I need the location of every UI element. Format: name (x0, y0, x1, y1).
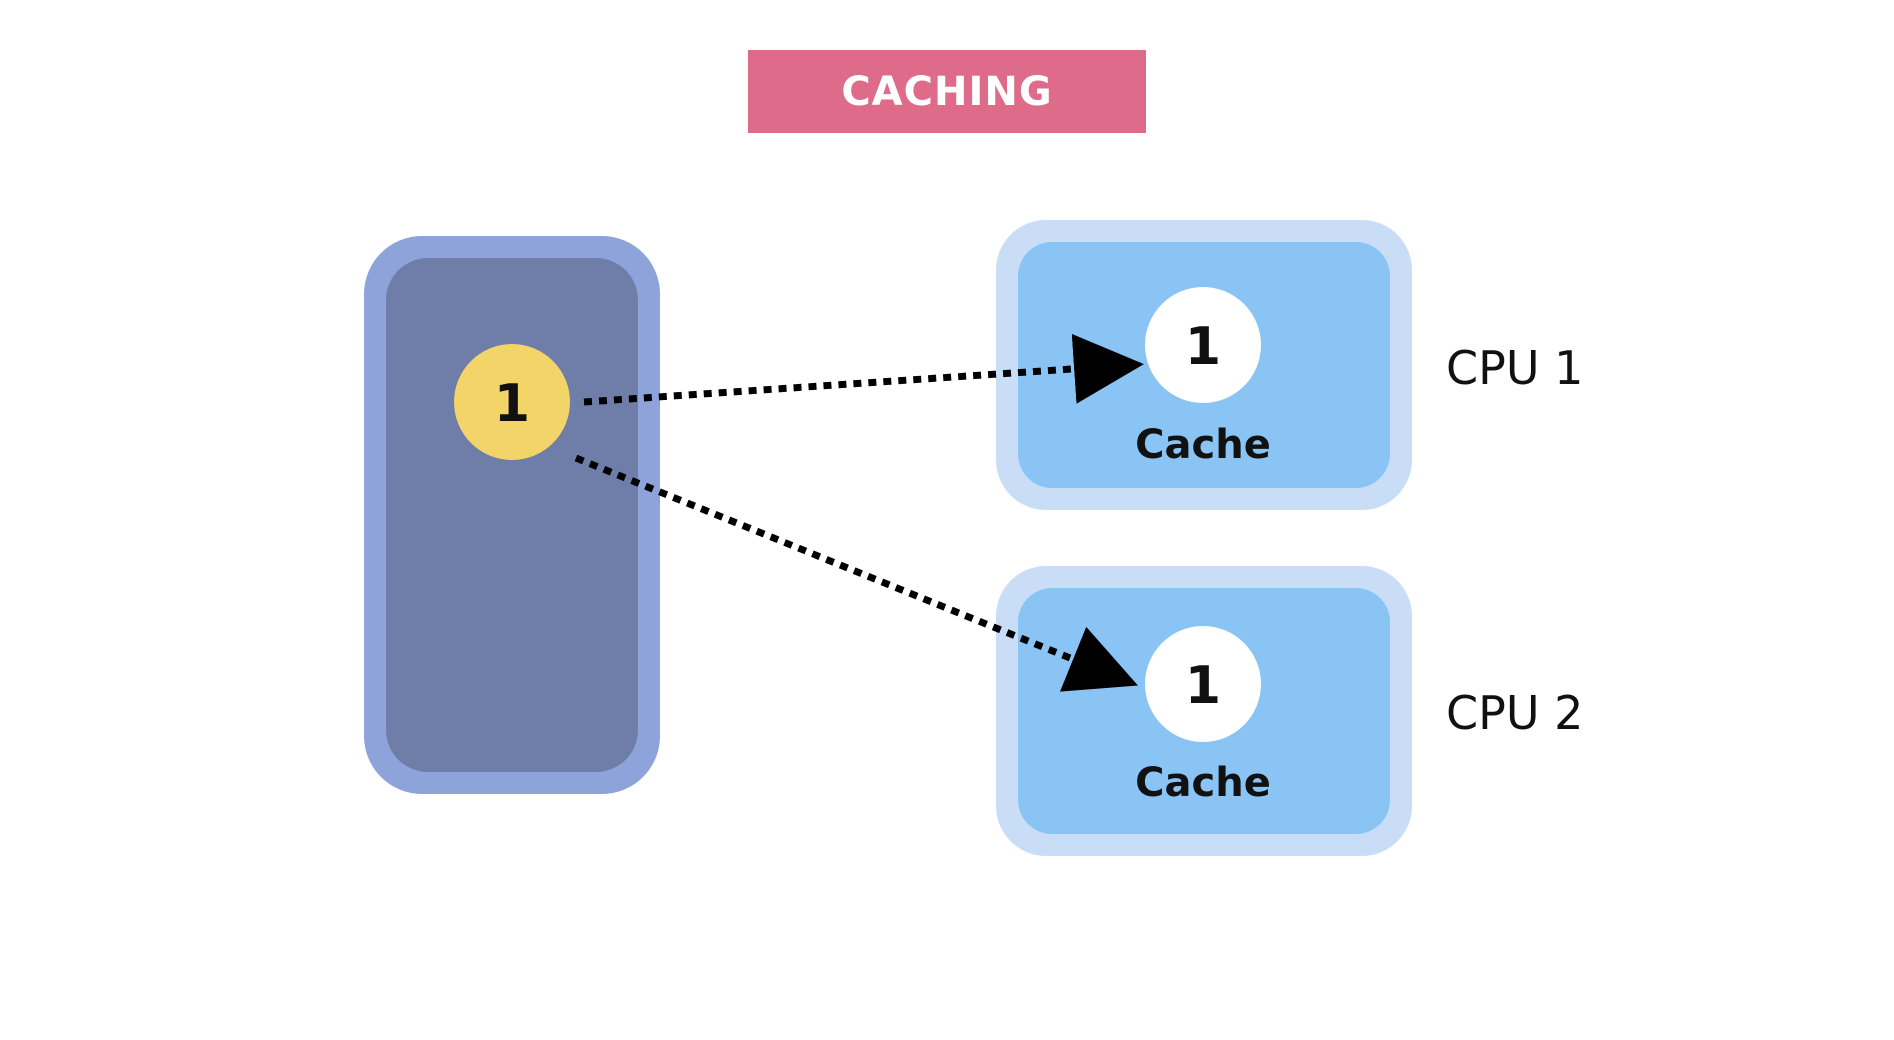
memory-value-node (454, 344, 570, 460)
memory-value-text: 1 (494, 374, 530, 434)
memory-block: 1 (364, 236, 660, 794)
cpu-1-cache-label: Cache (1135, 422, 1271, 468)
cpu-2-cache-label: Cache (1135, 760, 1271, 806)
cpu-2-cache-block: 1 Cache (996, 566, 1412, 856)
cpu-2-cache-value-node (1145, 626, 1261, 742)
cpu-2-label: CPU 2 (1446, 686, 1583, 740)
title-badge: CACHING (748, 50, 1146, 133)
arrow-memory-to-cpu-2 (574, 454, 1138, 692)
cpu-1-cache-block: 1 Cache (996, 220, 1412, 510)
memory-block-fill (386, 258, 638, 772)
cpu-1-cache-value-node (1145, 287, 1261, 403)
title-text: CACHING (841, 68, 1053, 115)
cpu-2-cache-value-text: 1 (1185, 656, 1221, 716)
cpu-1-cache-value-text: 1 (1185, 317, 1221, 377)
cpu-1-label: CPU 1 (1446, 341, 1583, 395)
